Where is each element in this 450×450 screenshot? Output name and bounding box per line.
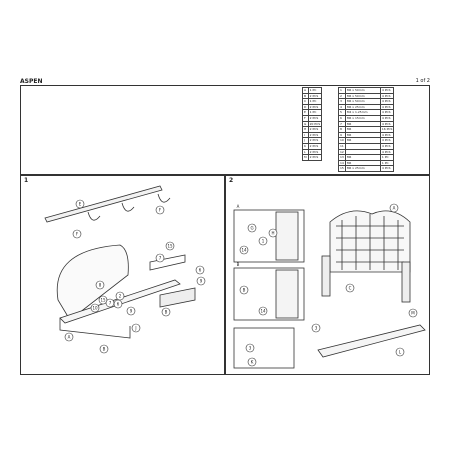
- step-2-panel: [225, 175, 430, 375]
- hook-1: [87, 211, 101, 221]
- part-qty: 2 PCS: [307, 103, 323, 111]
- headboard-leg-left: [321, 255, 331, 297]
- part-qty: 2 PCS: [307, 92, 323, 100]
- bracket: [149, 254, 186, 271]
- step-1-panel: [20, 175, 225, 375]
- hardware-qty: 4 PCS: [379, 98, 395, 105]
- callout: 2: [119, 294, 122, 299]
- hardware-spec: M6 x 50mm: [344, 92, 381, 100]
- callout: 15: [167, 244, 173, 249]
- callout: 6: [199, 268, 202, 273]
- callout: 6: [117, 302, 120, 307]
- document-title: ASPEN: [20, 78, 43, 85]
- page-number: 1 of 2: [415, 78, 430, 84]
- callout: E: [79, 202, 82, 207]
- parts-list-box: [20, 85, 430, 175]
- callout: M: [411, 311, 415, 316]
- detail-b-post: [275, 269, 299, 319]
- hardware-spec: M6 x 25mm: [344, 165, 381, 172]
- detail-label: B: [237, 262, 240, 267]
- callout: 7: [159, 256, 162, 261]
- detail-a-post: [275, 211, 299, 261]
- hardware-spec: M4 x 1.25mm: [344, 109, 381, 116]
- leg-plate: [159, 287, 196, 308]
- hardware-spec: M6 x 15mm: [344, 115, 381, 122]
- callout: 3: [315, 326, 318, 331]
- hardware-qty: 4 PCS: [379, 92, 395, 100]
- detail-c: [233, 327, 295, 369]
- callout: A: [68, 335, 71, 340]
- callout: F: [159, 208, 162, 213]
- callout: 8: [99, 283, 102, 288]
- hardware-qty: 4 PCS: [379, 115, 395, 122]
- hook-3: [157, 193, 171, 203]
- callout: 9: [200, 279, 203, 284]
- callout: 1: [262, 239, 265, 244]
- callout: 14: [260, 309, 266, 314]
- headboard-panel: [56, 244, 129, 321]
- callout: 15: [100, 298, 106, 303]
- hardware-spec: M6 x 25mm: [344, 103, 381, 111]
- part-qty: 2 PCS: [307, 115, 323, 122]
- step-1-number: 1: [24, 177, 29, 184]
- part-qty: 2 PCS: [307, 154, 323, 161]
- callout: L: [399, 350, 402, 355]
- callout: 14: [241, 248, 247, 253]
- callout: 10: [92, 306, 98, 311]
- callout: C: [349, 286, 352, 291]
- hardware-spec: M6: [344, 120, 381, 128]
- part-qty: 1 PC: [307, 109, 323, 116]
- hardware-qty: 4 PCS: [379, 109, 395, 116]
- hardware-qty: 4 PCS: [379, 103, 395, 111]
- callout: B: [243, 288, 246, 293]
- part-qty: 20 PCS: [307, 120, 323, 128]
- footboard-rail: [317, 324, 426, 358]
- callout: 9: [130, 309, 133, 314]
- callout: A: [393, 206, 396, 211]
- callout: J: [134, 326, 136, 331]
- callout: K: [251, 360, 254, 365]
- hardware-qty: 4 PCS: [379, 87, 395, 94]
- detail-label: A: [237, 204, 240, 209]
- callout: H: [271, 231, 274, 236]
- hardware-spec: M6 x 50mm: [344, 98, 381, 105]
- callout: B: [165, 310, 168, 315]
- headboard-leg-right: [401, 261, 411, 303]
- part-qty: 1 PC: [307, 87, 323, 94]
- callout: 7: [109, 301, 112, 306]
- hardware-qty: 4 PCS: [379, 120, 395, 128]
- callout: B: [103, 347, 106, 352]
- top-rail: [44, 185, 163, 223]
- hook-2: [121, 202, 135, 212]
- step-2-number: 2: [229, 177, 234, 184]
- hardware-qty: 4 PCS: [379, 165, 395, 172]
- callout: G: [250, 226, 253, 231]
- callout: 3: [249, 346, 252, 351]
- hardware-spec: M6 x 50mm: [344, 87, 381, 94]
- side-rail-lower: [59, 318, 131, 339]
- part-qty: 1 PC: [307, 98, 323, 105]
- callout: F: [76, 232, 79, 237]
